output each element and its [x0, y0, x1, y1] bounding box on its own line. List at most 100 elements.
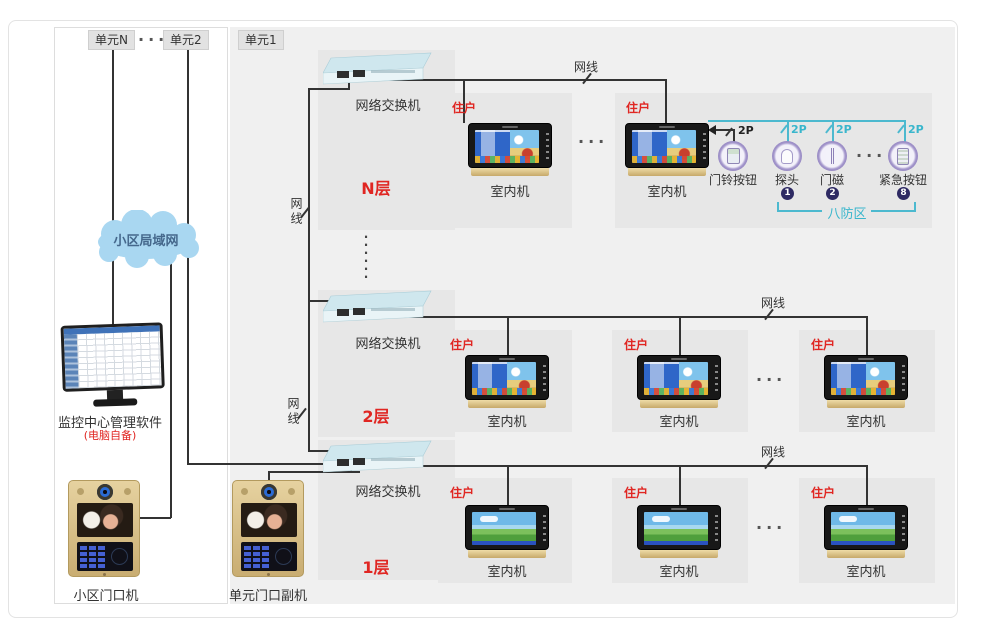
lan-to-main-door-wire [170, 250, 172, 518]
resident-label: 住户 [625, 101, 650, 115]
sensor-2p-label: 2P [791, 123, 807, 136]
indoor-monitor [465, 505, 549, 558]
monitor-buttons [715, 365, 718, 391]
wire [308, 88, 350, 90]
mic-dot-icon [103, 573, 106, 576]
sensor-label: 门铃按钮 [709, 173, 758, 187]
sensor-2p-label: 2P [836, 123, 852, 136]
floor-1-cable-run [360, 465, 868, 467]
monitor-buttons [715, 515, 718, 541]
management-pc [59, 322, 172, 412]
door-station-screen [77, 503, 133, 537]
camera-icon [261, 484, 277, 500]
keypad-ring-icon [275, 548, 292, 565]
resident-label: 住户 [451, 101, 476, 115]
monitor-frame [468, 123, 552, 168]
indoor-unit-label: 室内机 [846, 415, 886, 430]
indoor-monitor [824, 505, 908, 558]
doorbell-button-icon [718, 141, 748, 171]
monitor-frame [465, 355, 549, 400]
wire [507, 316, 509, 355]
speaker-dot-icon [288, 488, 295, 495]
zone-bracket [871, 210, 916, 212]
network-switch-icon [323, 290, 432, 323]
unit-n-chip: 单元N [88, 30, 135, 50]
wire [679, 316, 681, 355]
network-switch-icon [323, 440, 432, 473]
sensor-bus-wire [708, 120, 906, 122]
door-station-screen [241, 503, 297, 537]
pc-base [93, 398, 138, 407]
floor-1-label: 1层 [362, 558, 390, 577]
row-ellipsis: ··· [756, 370, 787, 389]
zone-label: 八防区 [827, 207, 867, 222]
emergency-button-icon [888, 141, 918, 171]
monitor-buttons [546, 133, 549, 159]
indoor-monitor [625, 123, 709, 176]
wire [308, 450, 344, 452]
lan-cloud: 小区局域网 [85, 209, 207, 270]
indoor-unit-label: 室内机 [487, 415, 527, 430]
sensor-2p-label: 2P [908, 123, 924, 136]
cloud-label: 小区局域网 [113, 234, 179, 249]
sub-door-station [232, 480, 304, 577]
unit-n-to-lan-wire [112, 48, 114, 329]
keypad-keys [80, 545, 107, 568]
wire [665, 79, 667, 123]
zone-bracket [914, 202, 916, 210]
zone-badge: 8 [897, 187, 910, 200]
zone-bracket [777, 210, 822, 212]
unit-1-chip: 单元1 [238, 30, 284, 50]
sensor-drop-wire [904, 120, 906, 142]
switch-label: 网络交换机 [355, 485, 421, 500]
doorbell-wire [714, 129, 734, 131]
main-door-station-label: 小区门口机 [73, 589, 139, 604]
wire [138, 517, 171, 519]
indoor-monitor [637, 505, 721, 558]
monitor-base [827, 400, 905, 408]
sensor-label: 探头 [774, 173, 799, 187]
keypad-keys [244, 545, 271, 568]
keypad-ring-icon [111, 548, 128, 565]
floor-n-cable-run [366, 79, 666, 81]
resident-label: 住户 [449, 486, 474, 500]
resident-label: 住户 [623, 338, 648, 352]
row-ellipsis: ··· [756, 518, 787, 537]
row-ellipsis: ··· [578, 132, 609, 151]
indoor-unit-label: 室内机 [487, 565, 527, 580]
doorbell-2p-label: 2P [738, 124, 754, 137]
monitor-base [468, 550, 546, 558]
cable-label: 网线 [760, 296, 785, 310]
monitor-frame [637, 355, 721, 400]
speaker-dot-icon [77, 488, 84, 495]
monitor-frame [465, 505, 549, 550]
pc-screen [63, 325, 162, 389]
wire [866, 316, 868, 355]
monitor-frame [637, 505, 721, 550]
indoor-unit-label: 室内机 [846, 565, 886, 580]
wire [733, 129, 735, 143]
network-switch-icon [323, 52, 432, 85]
sensor-label: 门磁 [819, 173, 844, 187]
pc-spreadsheet [76, 331, 162, 389]
riser-trunk-wire [308, 88, 310, 452]
monitor-buttons [543, 365, 546, 391]
switch-label: 网络交换机 [355, 99, 421, 114]
monitor-frame [824, 505, 908, 550]
indoor-unit-label: 室内机 [659, 415, 699, 430]
indoor-monitor [465, 355, 549, 408]
door-magnet-icon [817, 141, 847, 171]
switch-label: 网络交换机 [355, 337, 421, 352]
floor-n-label: N层 [361, 179, 391, 198]
sub-door-station-label: 单元门口副机 [228, 589, 307, 604]
pc-monitor-frame [60, 322, 165, 392]
cable-label: 网线 [573, 60, 598, 74]
cable-label: 网线 [760, 445, 785, 459]
zone-badge: 2 [826, 187, 839, 200]
indoor-unit-label: 室内机 [659, 565, 699, 580]
resident-label: 住户 [810, 338, 835, 352]
monitor-base [471, 168, 549, 176]
door-station-keypad [77, 542, 133, 571]
monitor-buttons [703, 133, 706, 159]
